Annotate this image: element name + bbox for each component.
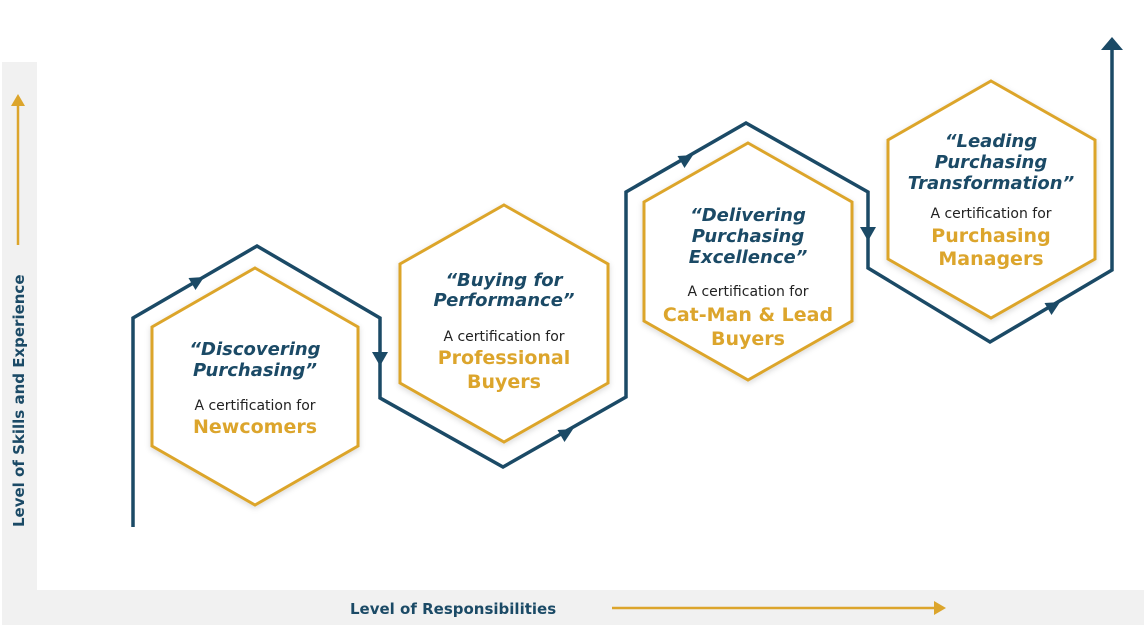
certification-title: “Leading: [945, 131, 1037, 152]
certification-title: “Delivering: [690, 205, 806, 226]
certification-title: “Discovering: [189, 339, 320, 360]
certification-hexagon-leading: “Leading Purchasing Transformation” A ce…: [886, 79, 1097, 320]
certification-subtitle: A certification for: [687, 284, 808, 300]
certification-title: Excellence”: [689, 247, 808, 268]
certification-subtitle: A certification for: [443, 329, 564, 345]
certification-title: Purchasing”: [193, 360, 317, 381]
certification-audience: Purchasing: [931, 225, 1050, 247]
certification-audience: Professional: [438, 347, 571, 369]
certification-audience: Buyers: [711, 328, 785, 350]
path-direction-arrows: [188, 155, 1061, 443]
x-axis-arrow-icon: [612, 601, 946, 615]
certification-title: “Buying for: [445, 270, 563, 291]
x-axis-label: Level of Responsibilities: [350, 600, 556, 618]
arrow-down-icon: [860, 227, 876, 241]
arrow-up-right-icon: [677, 155, 694, 169]
certification-title: Purchasing: [692, 226, 805, 247]
path-end-arrow-icon: [1101, 37, 1123, 50]
certification-title: Transformation”: [908, 173, 1075, 194]
x-axis-panel: [2, 590, 1144, 625]
certification-audience: Buyers: [467, 371, 541, 393]
certification-title: Purchasing: [935, 152, 1048, 173]
certification-title: Performance”: [433, 290, 574, 311]
certification-hexagon-buying: “Buying for Performance” A certification…: [398, 203, 610, 444]
arrow-up-right-icon: [557, 429, 574, 443]
y-axis-arrow-icon: [11, 94, 25, 245]
certification-hexagon-delivering: “Delivering Purchasing Excellence” A cer…: [642, 141, 854, 382]
progression-path: [131, 48, 1114, 527]
certification-subtitle: A certification for: [194, 398, 315, 414]
certification-audience: Managers: [938, 248, 1043, 270]
arrow-up-right-icon: [188, 277, 205, 291]
arrow-up-right-icon: [1044, 302, 1061, 316]
y-axis-label: Level of Skills and Experience: [10, 274, 28, 527]
y-axis-panel: [2, 62, 37, 590]
arrow-down-icon: [372, 352, 388, 366]
certification-hexagon-discovering: “Discovering Purchasing” A certification…: [150, 266, 360, 507]
certification-audience: Cat-Man & Lead: [663, 304, 833, 326]
certification-subtitle: A certification for: [930, 206, 1051, 222]
certification-audience: Newcomers: [193, 416, 317, 438]
